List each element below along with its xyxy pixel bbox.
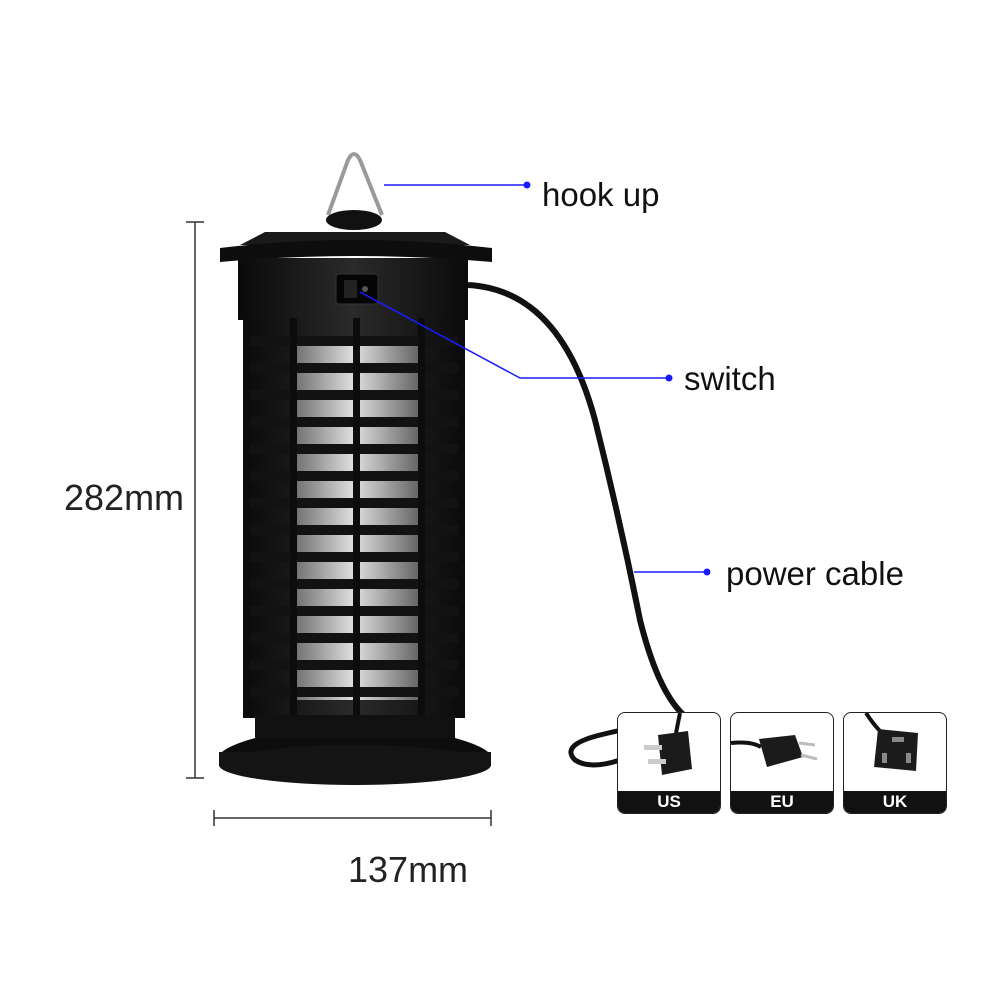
cage-post [458, 318, 465, 718]
hook-up-label: hook up [542, 176, 660, 213]
us-plug-icon [644, 713, 692, 775]
uk-plug-icon [864, 713, 918, 771]
plug-label-uk: UK [844, 791, 946, 813]
height-dimension-label: 282mm [64, 477, 185, 518]
cable-leader-dot [703, 568, 711, 576]
cage-post [243, 318, 250, 718]
cage-slats [243, 318, 465, 718]
eu-plug-icon [731, 735, 818, 767]
height-dimension-line [186, 221, 204, 779]
plug-card-eu: EU [730, 712, 834, 814]
hook [326, 152, 384, 216]
switch-leader-dot [665, 374, 673, 382]
cage-post [290, 318, 297, 718]
plug-label-eu: EU [731, 791, 833, 813]
switch-label: switch [684, 360, 776, 397]
plug-label-us: US [618, 791, 720, 813]
cage-post [353, 318, 360, 718]
width-dimension-line [213, 810, 492, 826]
switch-leader [359, 291, 668, 379]
cable [467, 282, 692, 723]
cage-post [418, 318, 425, 718]
power-cable-label: power cable [726, 555, 904, 592]
plug-card-uk: UK [843, 712, 947, 814]
top-rim [220, 240, 492, 262]
hook-leader-dot [523, 181, 531, 189]
top-knob [326, 210, 382, 230]
leader-lines [359, 184, 706, 573]
width-dimension-label: 137mm [348, 849, 469, 890]
plug-card-us: US [617, 712, 721, 814]
